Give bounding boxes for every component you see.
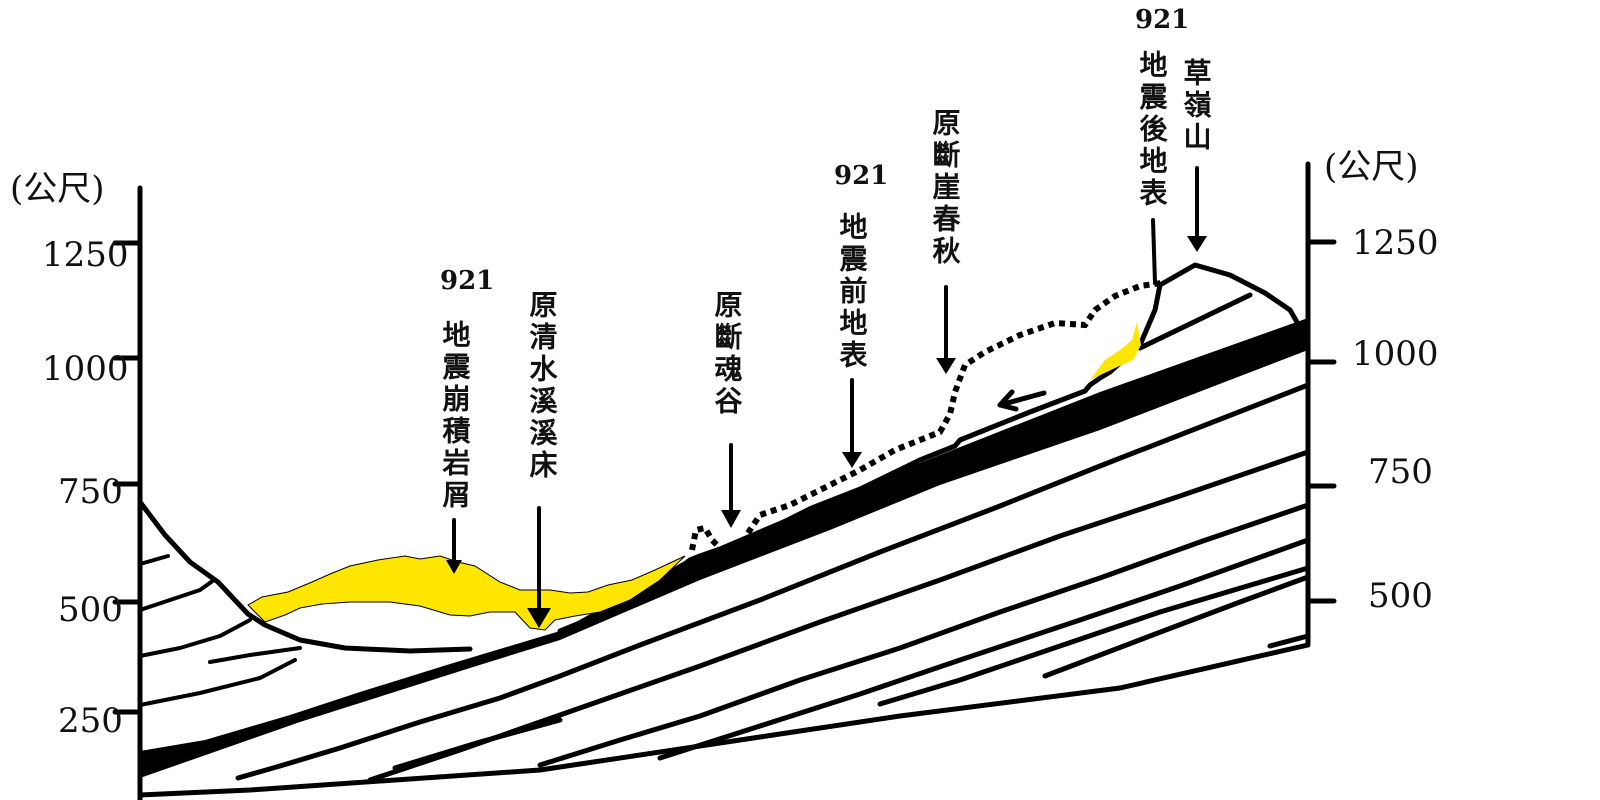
- label-scarp-text: 原斷崖春秋: [929, 108, 962, 268]
- label-valley-text: 原斷魂谷: [711, 290, 744, 418]
- label-pre-surface-text: 地震前地表: [836, 212, 869, 372]
- left-unit-label: (公尺): [10, 169, 105, 209]
- slip-arrow-line: [997, 390, 1047, 408]
- debris-deposit-upper: [1090, 322, 1141, 380]
- left-hill-strata: [138, 554, 302, 707]
- label-scarp: 原斷崖春秋: [929, 108, 962, 268]
- right-unit-label: (公尺): [1324, 147, 1419, 187]
- left-tick-label: 750: [58, 472, 123, 512]
- label-pre-surface: 921 地震前地表: [834, 161, 888, 372]
- debris-deposit-main: [247, 555, 686, 631]
- left-tick-label: 1250: [42, 235, 129, 275]
- left-tick-label: 500: [58, 590, 123, 630]
- label-debris: 921 地震崩積岩屑: [439, 266, 495, 512]
- left-tick-label: 250: [58, 701, 123, 741]
- label-post-surface: 921 地震後地表: [1135, 5, 1189, 210]
- label-pre-surface-number: 921: [834, 161, 888, 191]
- post-earthquake-surface: [557, 262, 1308, 634]
- right-tick-label: 1250: [1352, 223, 1439, 263]
- right-tick-label: 750: [1368, 452, 1433, 492]
- label-debris-text: 地震崩積岩屑: [439, 320, 472, 512]
- pre-earthquake-surface: [745, 280, 1163, 535]
- label-post-surface-text: 地震後地表: [1136, 50, 1169, 210]
- right-tick-label: 500: [1368, 576, 1433, 616]
- left-tick-label: 1000: [42, 349, 129, 389]
- sloping-strata: [235, 292, 1311, 783]
- leader-arrows: [446, 166, 1207, 628]
- left-axis: (公尺) 1250 1000 750 500 250: [10, 169, 143, 800]
- pre-earthquake-surface-valley: [689, 524, 723, 551]
- label-peak: 草嶺山: [1180, 58, 1213, 154]
- label-streambed-text: 原清水溪溪床: [526, 290, 559, 482]
- left-hill-profile: [137, 499, 473, 654]
- right-axis: (公尺) 1250 1000 750 500: [1305, 147, 1439, 646]
- section-base-line: [137, 642, 1311, 798]
- right-tick-label: 1000: [1352, 334, 1439, 374]
- label-valley: 原斷魂谷: [711, 290, 744, 418]
- slip-arrow-head: [997, 389, 1019, 412]
- label-streambed: 原清水溪溪床: [526, 290, 559, 482]
- label-post-surface-number: 921: [1135, 5, 1189, 35]
- label-debris-number: 921: [440, 266, 494, 296]
- label-peak-text: 草嶺山: [1180, 58, 1213, 154]
